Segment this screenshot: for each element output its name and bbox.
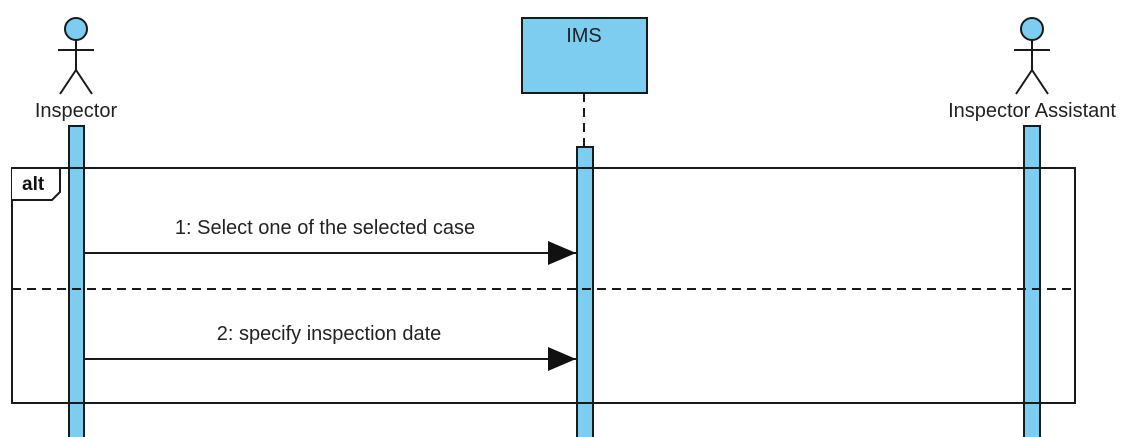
inspector-label: Inspector [35,100,118,122]
assistant-label: Inspector Assistant [948,100,1116,122]
assistant-actor [1014,17,1050,95]
assistant-head-icon [1020,17,1044,41]
message-1-label: 1: Select one of the selected case [175,217,475,239]
ims-box [521,17,648,94]
alt-fragment-frame [11,167,1076,404]
inspector-actor [58,17,94,95]
ims-activation-bar [576,146,594,437]
inspector-head-icon [64,17,88,41]
inspector-activation-bar [68,125,85,437]
message-2-label: 2: specify inspection date [217,323,442,345]
alt-fragment-tab [12,167,61,201]
alt-operator-label: alt [22,174,45,195]
ims-label: IMS [566,25,602,47]
assistant-activation-bar [1023,125,1041,437]
